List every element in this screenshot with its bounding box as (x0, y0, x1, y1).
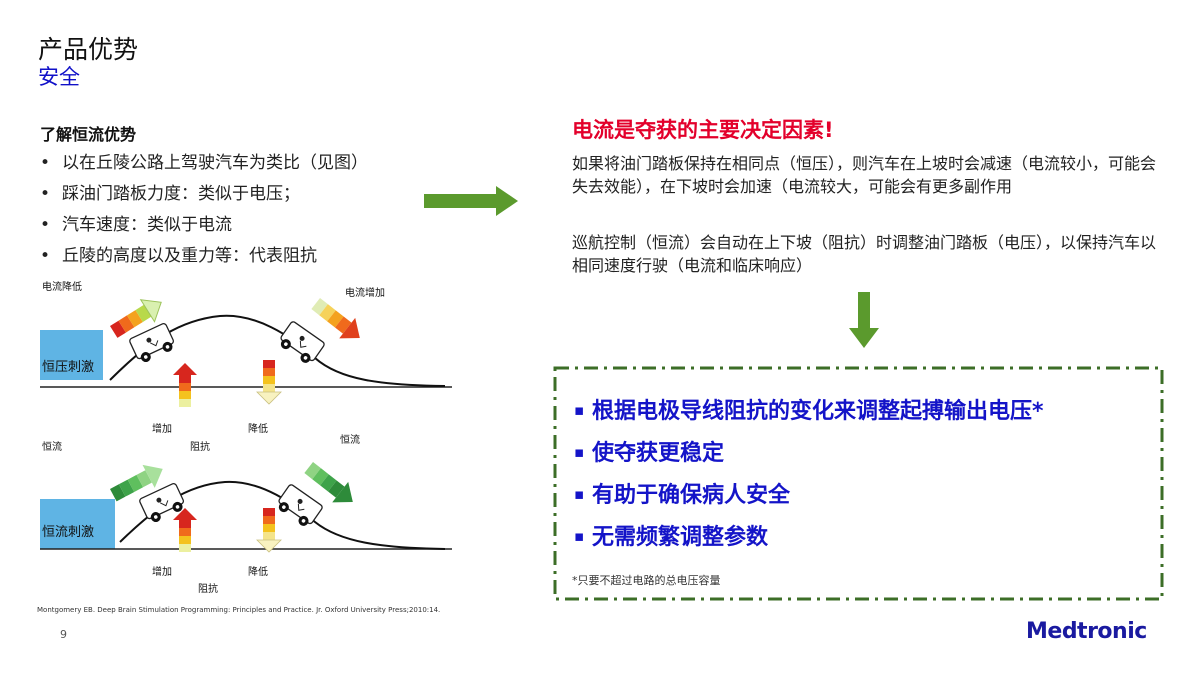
footnote: *只要不超过电路的总电压容量 (572, 574, 721, 587)
benefits-box (553, 366, 1164, 601)
increase-arrow-icon (173, 363, 197, 407)
left-bullet: 汽车速度：类似于电流 (40, 210, 368, 241)
page-number: 9 (60, 628, 67, 641)
constant-voltage-label: 恒压刺激 (42, 360, 94, 375)
green-arrow-icon (304, 462, 353, 503)
benefit-item: 无需频繁调整参数 (574, 516, 1044, 558)
left-heading: 了解恒流优势 (40, 125, 137, 144)
constant-current-label: 恒流刺激 (42, 525, 94, 540)
left-bullet-list: 以在丘陵公路上驾驶汽车为类比（见图） 踩油门踏板力度：类似于电压； 汽车速度：类… (40, 148, 368, 272)
benefit-item: 有助于确保病人安全 (574, 474, 1044, 516)
gauge-arrow-icon (110, 299, 162, 338)
resistance-label: 阻抗 (198, 582, 218, 595)
left-bullet: 丘陵的高度以及重力等：代表阻抗 (40, 241, 368, 272)
increase-label: 增加 (152, 422, 172, 435)
resistance-label: 阻抗 (190, 440, 210, 453)
medtronic-logo: Medtronic (1026, 619, 1147, 644)
current-increase-label: 电流增加 (345, 286, 385, 299)
decrease-arrow-icon (256, 508, 282, 553)
increase-arrow-icon (173, 508, 197, 552)
slide-subtitle: 安全 (38, 65, 80, 89)
constant-current-right-label: 恒流 (340, 433, 360, 446)
increase-label: 增加 (152, 565, 172, 578)
constant-current-left-label: 恒流 (42, 440, 62, 453)
cruise-control-paragraph: 巡航控制（恒流）会自动在上下坡（阻抗）时调整油门踏板（电压），以保持汽车以相同速… (572, 233, 1157, 275)
constant-current-box (40, 499, 115, 549)
left-bullet: 以在丘陵公路上驾驶汽车为类比（见图） (40, 148, 368, 179)
decrease-label: 降低 (248, 422, 268, 435)
decrease-arrow-icon (256, 360, 282, 405)
slide-title: 产品优势 (38, 35, 139, 64)
decrease-label: 降低 (248, 565, 268, 578)
citation: Montgomery EB. Deep Brain Stimulation Pr… (37, 606, 441, 614)
benefits-list: 根据电极导线阻抗的变化来调整起搏输出电压* 使夺获更稳定 有助于确保病人安全 无… (574, 390, 1044, 558)
benefit-item: 根据电极导线阻抗的变化来调整起搏输出电压* (574, 390, 1044, 432)
hill-car-diagram: 恒压刺激 电流降低 电流增加 增加 阻抗 降低 恒流 恒流 (40, 280, 452, 595)
constant-voltage-box (40, 330, 103, 380)
right-heading: 电流是夺获的主要决定因素! (572, 118, 834, 142)
green-arrow-icon (110, 464, 163, 502)
benefit-item: 使夺获更稳定 (574, 432, 1044, 474)
explanation-paragraph: 如果将油门踏板保持在相同点（恒压），则汽车在上坡时会减速（电流较小，可能会失去效… (572, 154, 1157, 196)
gauge-arrow-icon (311, 298, 360, 339)
right-arrow-icon (424, 186, 518, 216)
current-decrease-label: 电流降低 (42, 280, 82, 293)
car-icon (128, 322, 178, 366)
left-bullet: 踩油门踏板力度：类似于电压； (40, 179, 368, 210)
down-arrow-icon (849, 292, 879, 348)
